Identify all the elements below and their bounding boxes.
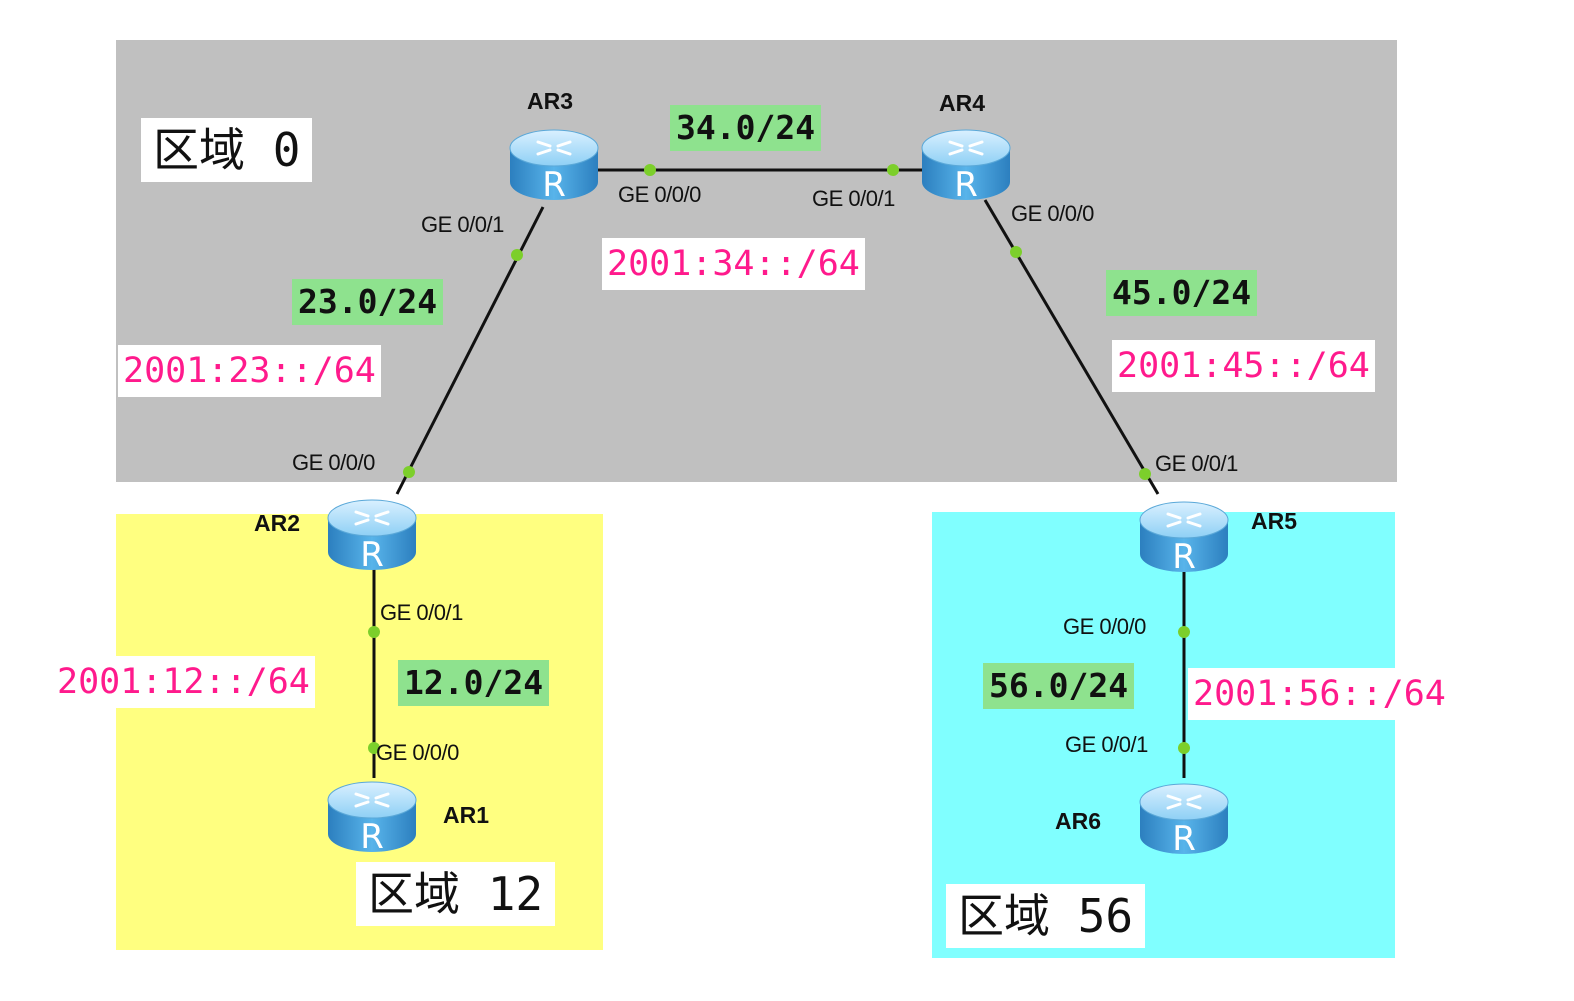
port-dot xyxy=(887,164,899,176)
svg-text:R: R xyxy=(1172,537,1196,577)
area-56-label: 区域 56 xyxy=(946,884,1146,948)
router-name-ar4: AR4 xyxy=(939,90,986,116)
subnet-label-ar5-ar6: 56.0/24 xyxy=(983,663,1135,709)
port-dot xyxy=(403,466,415,478)
router-icon-ar4[interactable]: R xyxy=(920,122,1012,206)
router-icon-ar5[interactable]: R xyxy=(1138,494,1230,578)
area-0-label: 区域 0 xyxy=(141,118,313,182)
port-dot xyxy=(1010,246,1022,258)
ipv6-label-ar5-ar6: 2001:56::/64 xyxy=(1188,668,1451,720)
port-dot xyxy=(368,626,380,638)
area-12-label: 区域 12 xyxy=(356,862,556,926)
router-name-ar5: AR5 xyxy=(1251,508,1298,534)
port-dot xyxy=(1178,626,1190,638)
port-label-ar2-ge001: GE 0/0/1 xyxy=(380,600,463,625)
port-label-ar4-ge000: GE 0/0/0 xyxy=(1011,201,1094,226)
router-name-ar6: AR6 xyxy=(1055,808,1102,834)
svg-text:R: R xyxy=(360,817,384,857)
port-label-ar2-ge000: GE 0/0/0 xyxy=(292,450,375,475)
link-ar2-ar3 xyxy=(395,206,545,495)
router-icon-ar1[interactable]: R xyxy=(326,774,418,858)
ipv6-label-ar3-ar4: 2001:34::/64 xyxy=(602,238,865,290)
subnet-label-ar1-ar2: 12.0/24 xyxy=(398,660,550,706)
router-name-ar1: AR1 xyxy=(443,802,490,828)
area-56-region xyxy=(932,512,1395,958)
router-name-ar3: AR3 xyxy=(527,88,574,114)
port-label-ar1-ge000: GE 0/0/0 xyxy=(376,740,459,765)
router-icon-ar6[interactable]: R xyxy=(1138,776,1230,860)
port-label-ar4-ge001: GE 0/0/1 xyxy=(812,186,895,211)
port-label-ar5-ge001: GE 0/0/1 xyxy=(1155,451,1238,476)
router-icon-ar3[interactable]: R xyxy=(508,122,600,206)
port-label-ar5-ge000: GE 0/0/0 xyxy=(1063,614,1146,639)
ipv6-label-ar1-ar2: 2001:12::/64 xyxy=(52,656,315,708)
router-name-ar2: AR2 xyxy=(254,510,301,536)
subnet-label-ar2-ar3: 23.0/24 xyxy=(292,279,444,325)
port-dot xyxy=(1139,468,1151,480)
port-label-ar6-ge001: GE 0/0/1 xyxy=(1065,732,1148,757)
svg-text:R: R xyxy=(1172,819,1196,859)
ipv6-label-ar4-ar5: 2001:45::/64 xyxy=(1112,340,1375,392)
ipv6-label-ar2-ar3: 2001:23::/64 xyxy=(118,345,381,397)
subnet-label-ar3-ar4: 34.0/24 xyxy=(670,105,822,151)
subnet-label-ar4-ar5: 45.0/24 xyxy=(1106,270,1258,316)
port-dot xyxy=(511,249,523,261)
router-icon-ar2[interactable]: R xyxy=(326,492,418,576)
svg-text:R: R xyxy=(542,165,566,205)
svg-text:R: R xyxy=(954,165,978,205)
port-label-ar3-ge000: GE 0/0/0 xyxy=(618,182,701,207)
port-dot xyxy=(644,164,656,176)
port-label-ar3-ge001: GE 0/0/1 xyxy=(421,212,504,237)
svg-text:R: R xyxy=(360,535,384,575)
port-dot xyxy=(1178,742,1190,754)
port-dot xyxy=(368,742,380,754)
